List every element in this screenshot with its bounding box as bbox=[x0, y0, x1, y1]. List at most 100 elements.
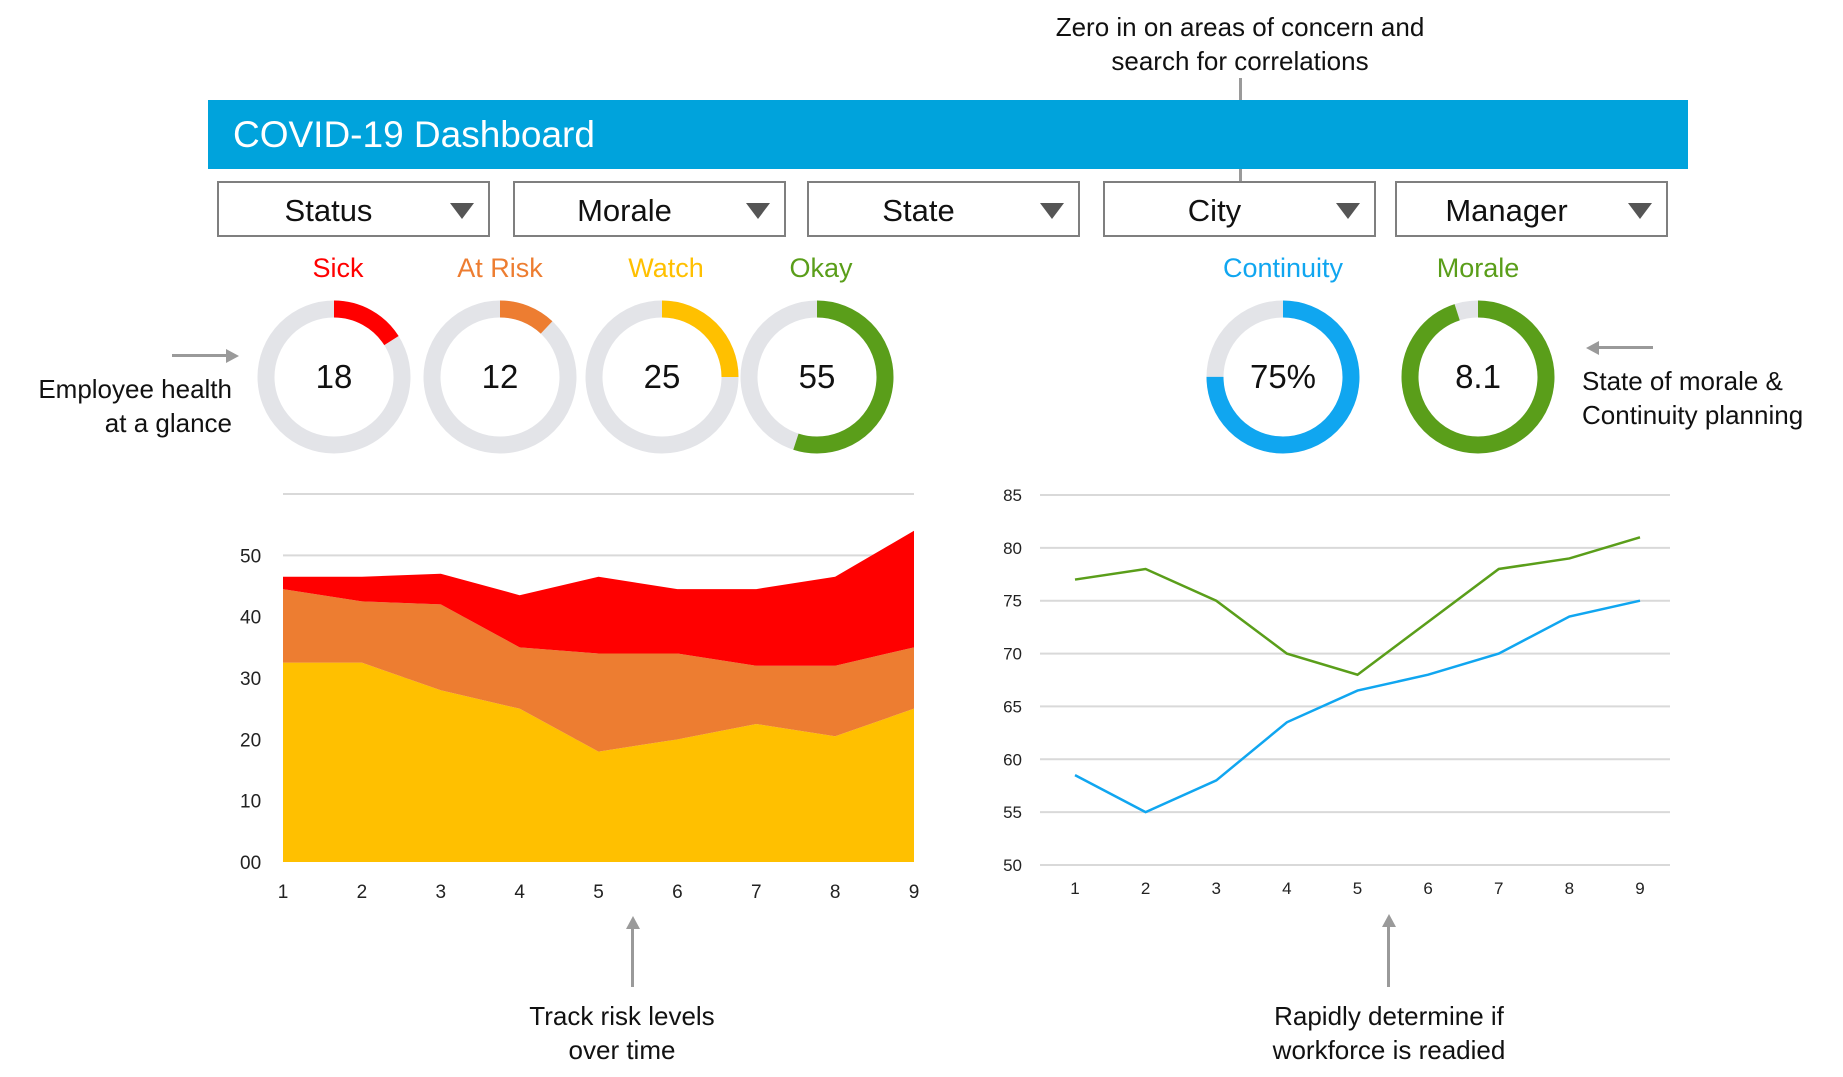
caret-down-icon bbox=[450, 203, 474, 219]
kpi-value: 12 bbox=[481, 358, 519, 395]
y-tick-label: 50 bbox=[240, 546, 261, 567]
x-tick-label: 3 bbox=[1212, 879, 1221, 898]
donut-ring bbox=[1401, 300, 1555, 454]
caret-down-icon bbox=[1628, 203, 1652, 219]
filter-label: Status bbox=[284, 193, 373, 228]
callout-workforce-ready: Rapidly determine if workforce is readie… bbox=[1234, 999, 1544, 1067]
arrow-up-line bbox=[1387, 927, 1390, 987]
x-tick-label: 8 bbox=[1565, 879, 1574, 898]
kpi-label-sick: Sick bbox=[312, 253, 364, 283]
arrow-left-line bbox=[1599, 346, 1653, 349]
continuity-donut[interactable]: 75% bbox=[1203, 297, 1363, 457]
x-tick-label: 2 bbox=[1141, 879, 1150, 898]
watch-donut[interactable]: 25 bbox=[582, 297, 742, 457]
filter-label: City bbox=[1187, 193, 1242, 228]
donut-arc bbox=[1206, 300, 1360, 454]
x-tick-label: 7 bbox=[751, 882, 762, 903]
y-tick-label: 20 bbox=[240, 730, 261, 751]
area-series-1 bbox=[283, 589, 914, 752]
callout-track-risk: Track risk levels over time bbox=[472, 999, 772, 1067]
y-tick-label: 85 bbox=[1003, 486, 1022, 505]
donut-ring bbox=[585, 300, 739, 454]
x-tick-label: 3 bbox=[435, 882, 446, 903]
x-tick-label: 6 bbox=[1423, 879, 1432, 898]
kpi-value: 55 bbox=[798, 358, 836, 395]
donut-ring bbox=[423, 300, 577, 454]
x-tick-label: 8 bbox=[830, 882, 841, 903]
area-series-0 bbox=[283, 662, 914, 862]
caret-down-icon bbox=[1336, 203, 1360, 219]
x-tick-label: 5 bbox=[593, 882, 604, 903]
callout-line: search for correlations bbox=[1111, 46, 1369, 76]
donut-arc bbox=[423, 300, 577, 454]
y-tick-label: 50 bbox=[1003, 856, 1022, 875]
callout-line: Employee health bbox=[38, 374, 232, 404]
y-tick-label: 10 bbox=[240, 792, 261, 813]
x-tick-label: 2 bbox=[357, 882, 368, 903]
manager-filter-dropdown[interactable]: Manager bbox=[1395, 181, 1668, 237]
y-tick-label: 75 bbox=[1003, 592, 1022, 611]
kpi-label-at-risk: At Risk bbox=[457, 253, 543, 283]
callout-line: Rapidly determine if bbox=[1274, 1001, 1504, 1031]
y-tick-label: 30 bbox=[240, 669, 261, 690]
kpi-value: 25 bbox=[643, 358, 681, 395]
x-tick-label: 4 bbox=[1282, 879, 1291, 898]
state-filter-dropdown[interactable]: State bbox=[807, 181, 1080, 237]
callout-line: over time bbox=[568, 1035, 676, 1065]
filter-label: Manager bbox=[1445, 193, 1568, 228]
sick-donut[interactable]: 18 bbox=[254, 297, 414, 457]
donut-ring bbox=[740, 300, 894, 454]
x-tick-label: 1 bbox=[278, 882, 289, 903]
y-tick-label: 70 bbox=[1003, 645, 1022, 664]
arrow-right-line bbox=[172, 354, 226, 357]
kpi-value: 18 bbox=[315, 358, 353, 395]
morale-filter-dropdown[interactable]: Morale bbox=[513, 181, 786, 237]
arrow-left-icon bbox=[1586, 341, 1599, 355]
line-series-1 bbox=[1074, 599, 1641, 814]
kpi-label-morale: Morale bbox=[1436, 253, 1520, 283]
kpi-value: 8.1 bbox=[1455, 358, 1501, 395]
donut-arc bbox=[257, 300, 411, 454]
filter-label: State bbox=[882, 193, 955, 228]
callout-line: Continuity planning bbox=[1582, 400, 1804, 430]
x-tick-label: 1 bbox=[1070, 879, 1079, 898]
filter-label: Morale bbox=[577, 193, 672, 228]
x-tick-label: 9 bbox=[909, 882, 920, 903]
line-series-0 bbox=[1074, 536, 1641, 677]
morale-donut[interactable]: 8.1 bbox=[1398, 297, 1558, 457]
caret-down-icon bbox=[1040, 203, 1064, 219]
arrow-right-icon bbox=[226, 349, 239, 363]
area-series-2 bbox=[283, 530, 914, 666]
callout-employee-health: Employee health at a glance bbox=[10, 372, 232, 440]
kpi-label-okay: Okay bbox=[789, 253, 853, 283]
donut-ring bbox=[1206, 300, 1360, 454]
x-tick-label: 4 bbox=[514, 882, 525, 903]
callout-correlations: Zero in on areas of concern and search f… bbox=[1000, 10, 1480, 78]
callout-line: Zero in on areas of concern and bbox=[1055, 12, 1425, 42]
callout-morale-continuity: State of morale & Continuity planning bbox=[1582, 364, 1837, 432]
status-filter-dropdown[interactable]: Status bbox=[217, 181, 490, 237]
kpi-value: 75% bbox=[1249, 358, 1317, 395]
page-title: COVID-19 Dashboard bbox=[233, 114, 595, 155]
arrow-up-icon bbox=[626, 916, 640, 929]
y-tick-label: 00 bbox=[240, 853, 261, 874]
callout-line: State of morale & bbox=[1582, 366, 1783, 396]
city-filter-dropdown[interactable]: City bbox=[1103, 181, 1376, 237]
donut-ring bbox=[257, 300, 411, 454]
callout-line: Track risk levels bbox=[529, 1001, 715, 1031]
y-tick-label: 80 bbox=[1003, 539, 1022, 558]
y-tick-label: 65 bbox=[1003, 697, 1022, 716]
y-tick-label: 60 bbox=[1003, 750, 1022, 769]
dashboard-header: COVID-19 Dashboard bbox=[208, 100, 1688, 169]
y-tick-label: 55 bbox=[1003, 803, 1022, 822]
at-risk-donut[interactable]: 12 bbox=[420, 297, 580, 457]
donut-arc bbox=[585, 300, 739, 454]
okay-donut[interactable]: 55 bbox=[737, 297, 897, 457]
kpi-label-watch: Watch bbox=[628, 253, 704, 283]
donut-arc bbox=[1401, 300, 1555, 454]
x-tick-label: 5 bbox=[1353, 879, 1362, 898]
x-tick-label: 7 bbox=[1494, 879, 1503, 898]
y-tick-label: 40 bbox=[240, 608, 261, 629]
x-tick-label: 6 bbox=[672, 882, 683, 903]
